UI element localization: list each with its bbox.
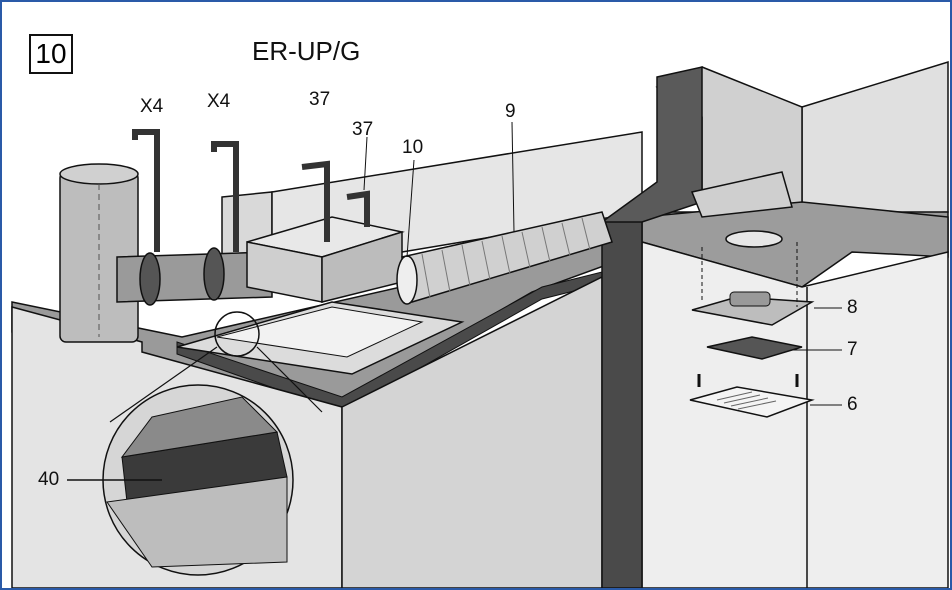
model-title: ER-UP/G — [252, 36, 361, 66]
part-6-grille-slats — [716, 391, 777, 410]
pipe-clamp-right — [203, 247, 225, 301]
flexible-duct-end — [396, 255, 418, 305]
ceiling-opening — [725, 230, 783, 248]
callout-x4-b: X4 — [207, 91, 231, 112]
ceiling-duct-right — [690, 171, 793, 218]
part-8-frame — [691, 296, 815, 326]
hanger-strap-37-b — [346, 190, 370, 227]
callout-40: 40 — [38, 469, 60, 490]
detail-rail-top — [120, 396, 279, 458]
pipe-clamp-left — [139, 252, 161, 306]
round-duct-top — [59, 163, 139, 185]
leader-9 — [511, 121, 515, 233]
callout-37-a: 37 — [309, 89, 331, 110]
leader-37-b — [363, 136, 368, 191]
step-number: 10 — [35, 38, 67, 69]
flexible-duct-ribs — [421, 217, 591, 299]
callout-37-b: 37 — [352, 119, 374, 140]
front-wall-center — [341, 275, 603, 588]
part-7-filter — [706, 336, 803, 360]
callout-x4-a: X4 — [140, 96, 164, 117]
vertical-duct — [601, 211, 643, 588]
callout-9: 9 — [505, 101, 516, 122]
hanger-strap-x4-a — [132, 129, 160, 252]
leader-10 — [406, 159, 415, 258]
back-wall-right — [801, 60, 949, 218]
part-8-motor — [729, 291, 771, 307]
hanger-strap-37-a — [301, 160, 330, 242]
detail-source-circle — [214, 311, 260, 357]
callout-6: 6 — [847, 394, 858, 415]
detail-slab — [106, 476, 288, 568]
vertical-duct-top — [599, 66, 703, 223]
front-wall-right — [641, 241, 949, 588]
callout-8: 8 — [847, 297, 858, 318]
mounting-frame-inner — [216, 306, 424, 358]
hanger-strap-x4-b — [211, 141, 239, 252]
callout-10: 10 — [402, 137, 424, 158]
step-number-box: 10 — [29, 34, 73, 74]
detail-connector-right — [256, 346, 323, 413]
detail-connector-left — [109, 346, 218, 423]
callout-7: 7 — [847, 339, 858, 360]
